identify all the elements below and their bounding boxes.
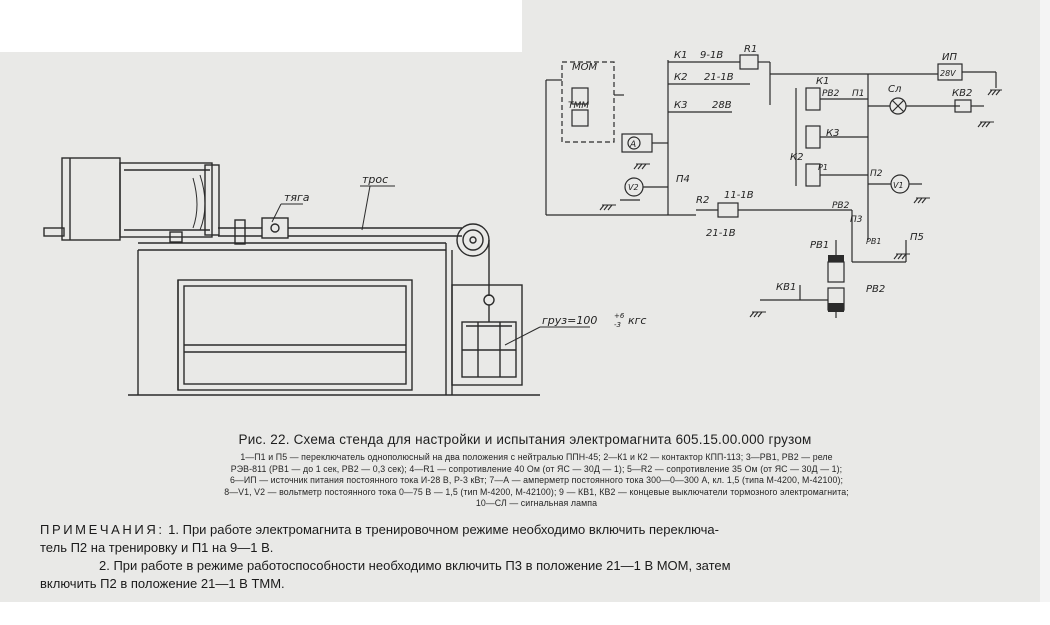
label-9-1v: 9-1В — [700, 50, 723, 61]
legend-line: 8—V1, V2 — вольтметр постоянного тока 0—… — [224, 486, 849, 497]
label-mom: МОМ — [572, 62, 597, 73]
legend-line: 10—СЛ — сигнальная лампа — [475, 498, 598, 509]
notes-line-1: ПРИМЕЧАНИЯ: 1. При работе электромагнита… — [40, 521, 1030, 539]
notes-line-4: включить П2 в положение 21—1 В ТММ. — [40, 576, 285, 591]
technical-drawing: тяга трос груз=100 +6 -3 кгс — [43, 44, 1002, 396]
scanned-page — [0, 0, 1050, 602]
label-kv2: КВ2 — [952, 88, 972, 99]
label-rv2: РВ2 — [866, 284, 885, 295]
label-v2: V2 — [628, 183, 639, 192]
label-p2: П2 — [870, 169, 883, 179]
circuit-schematic — [545, 54, 997, 318]
label-p3: П3 — [850, 215, 863, 225]
label-tros: трос — [362, 173, 388, 186]
label-r2: R2 — [696, 195, 709, 206]
notes-block: ПРИМЕЧАНИЯ: 1. При работе электромагнита… — [40, 521, 1030, 593]
blank-edge — [1040, 0, 1050, 602]
label-v1: V1 — [893, 181, 904, 190]
label-tyaga: тяга — [284, 191, 310, 204]
label-k1: К1 — [674, 50, 687, 61]
label-21-1v: 21-1В — [704, 72, 734, 83]
notes-text: 1. При работе электромагнита в тренирово… — [164, 522, 719, 537]
label-rv1-mid: РВ1 — [866, 237, 881, 246]
label-gruz-tol-top: +6 — [614, 312, 625, 320]
stand-drawing — [43, 157, 590, 396]
label-ip: ИП — [942, 52, 957, 63]
label-gruz-unit: кгс — [628, 314, 646, 327]
label-rv2-upper: РВ2 — [822, 89, 840, 99]
label-k3: К3 — [674, 100, 687, 111]
figure-legend: 1—П1 и П5 — переключатель однополюсный н… — [44, 452, 1029, 510]
figure-caption: Рис. 22. Схема стенда для настройки и ис… — [238, 432, 812, 447]
label-r1: R1 — [744, 44, 757, 55]
label-p5: П5 — [910, 232, 924, 243]
label-21-1v-lower: 21-1В — [706, 228, 736, 239]
label-gruz: груз=100 — [542, 314, 597, 327]
blank-margin — [0, 0, 522, 52]
label-11-1v: 11-1В — [724, 190, 754, 201]
label-rv1-small: Р1 — [818, 163, 828, 172]
schematic-labels: МОМ ТММ К1 К2 К3 9-1В 21-1В 28В R1 А V2 … — [568, 44, 972, 295]
notes-heading: ПРИМЕЧАНИЯ: — [40, 522, 165, 537]
label-tmm: ТММ — [568, 101, 589, 111]
notes-line-2: тель П2 на тренировку и П1 на 9—1 В. — [40, 540, 274, 555]
label-p4: П4 — [676, 174, 690, 185]
label-rv2-mid: РВ2 — [832, 201, 850, 211]
label-28v: 28В — [712, 100, 732, 111]
label-k2: К2 — [674, 72, 687, 83]
legend-line: 6—ИП — источник питания постоянного тока… — [229, 475, 844, 486]
notes-line-3: 2. При работе в режиме работоспособности… — [99, 558, 731, 573]
legend-line: 1—П1 и П5 — переключатель однополюсный н… — [240, 452, 833, 462]
label-ammeter: А — [629, 140, 636, 150]
label-p1: П1 — [852, 89, 865, 99]
label-gruz-tol-bottom: -3 — [614, 321, 621, 329]
label-k3-right: К3 — [826, 128, 839, 139]
legend-line: РЭВ-811 (РВ1 — до 1 сек, РВ2 — 0,3 сек);… — [230, 463, 843, 474]
coil-fill — [828, 255, 844, 312]
label-kv1: КВ1 — [776, 282, 796, 293]
label-k1-right: К1 — [816, 76, 829, 87]
label-sl: Сл — [888, 84, 902, 95]
label-rv1: РВ1 — [810, 240, 829, 251]
label-ip-value: 28V — [940, 69, 956, 78]
ground-symbols — [599, 89, 1002, 318]
label-k2-right: К2 — [790, 152, 803, 163]
